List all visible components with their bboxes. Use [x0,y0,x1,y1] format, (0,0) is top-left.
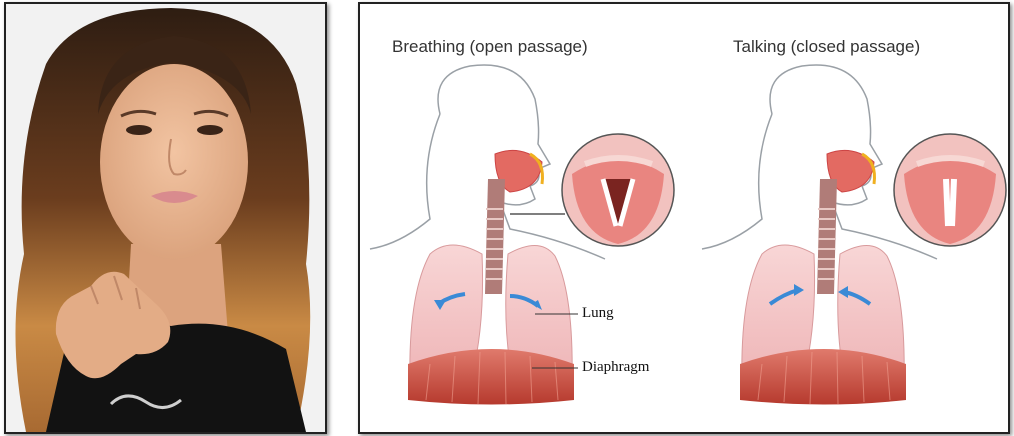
woman-photo [6,4,325,432]
diaphragm [408,349,574,405]
photo-panel [4,2,327,434]
talking-figure [702,65,1006,405]
diaphragm-label: Diaphragm [582,359,649,376]
lung-label: Lung [582,305,614,322]
breathing-figure [370,65,674,405]
diagram-panel: Breathing (open passage) Talking (closed… [358,2,1010,434]
trachea [485,179,505,294]
anatomy-illustration [360,4,1008,432]
